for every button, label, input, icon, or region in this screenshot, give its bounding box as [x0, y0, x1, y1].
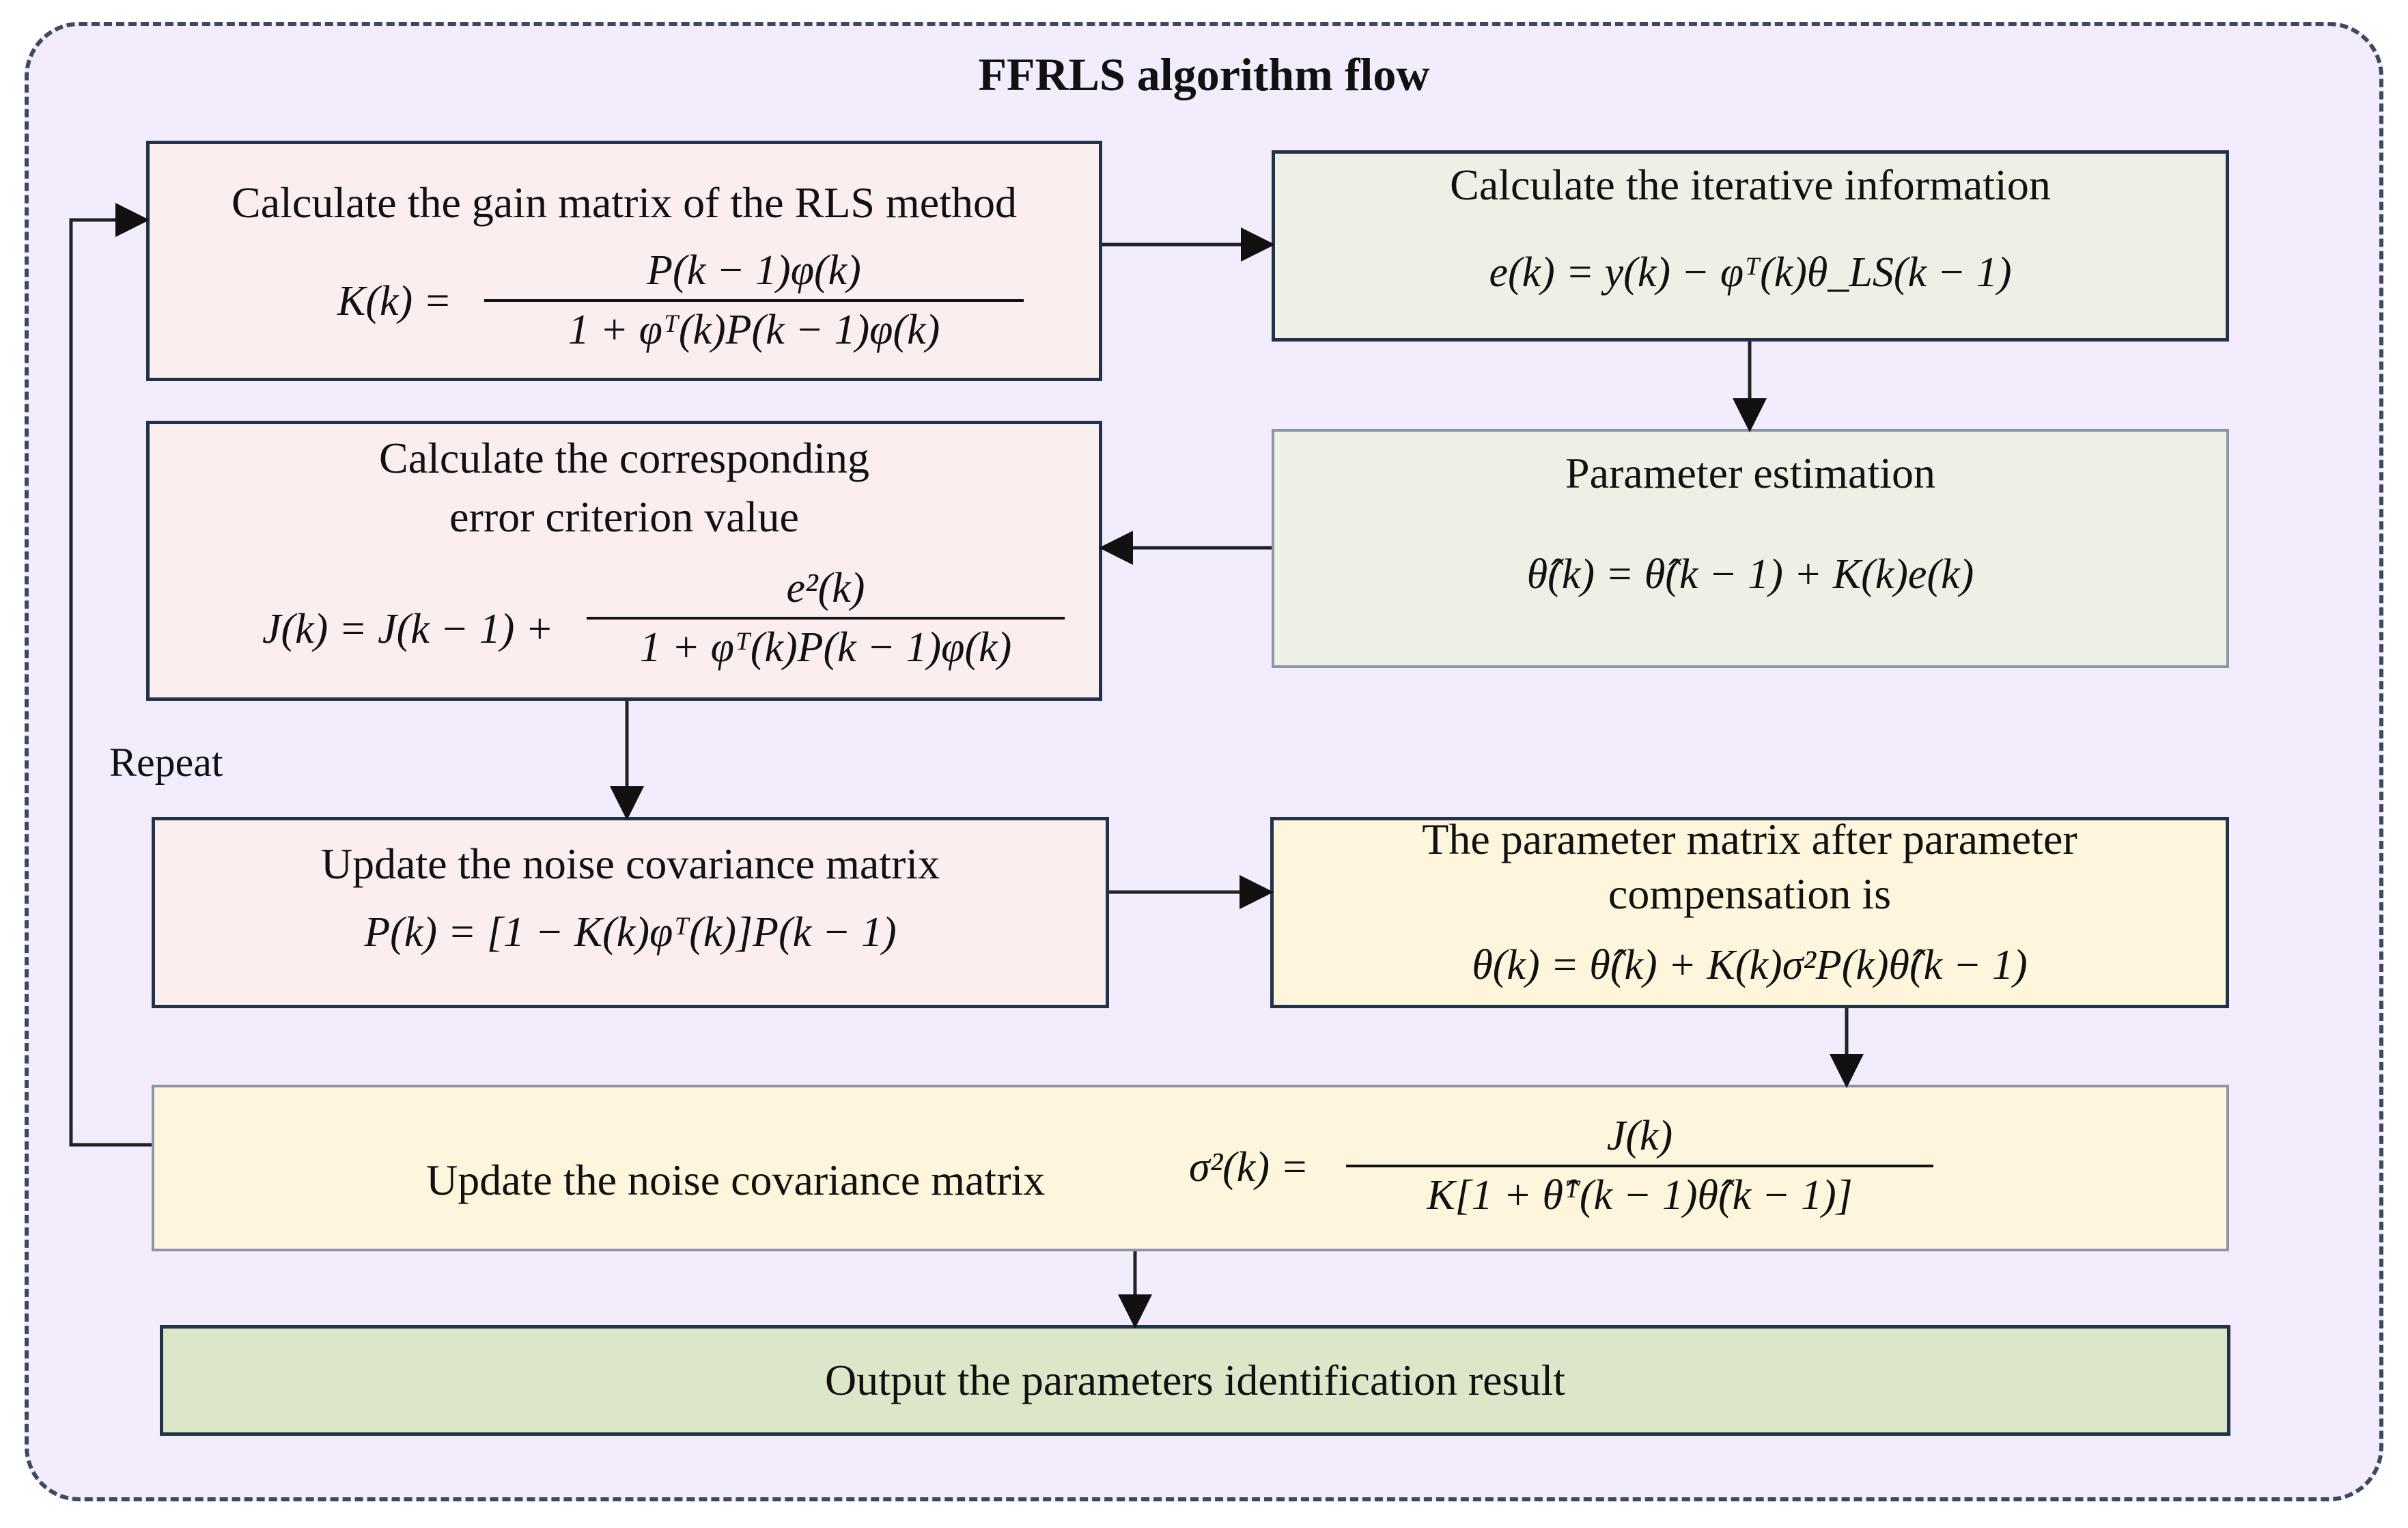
error-criterion-box: Calculate the corresponding error criter…	[146, 421, 1102, 701]
gain-matrix-box: Calculate the gain matrix of the RLS met…	[146, 141, 1102, 381]
fraction-bar	[587, 617, 1065, 620]
fraction-bar	[484, 299, 1024, 302]
noise-variance-numerator: J(k)	[1606, 1113, 1673, 1159]
error-criterion-numerator: e²(k)	[786, 565, 865, 611]
noise-variance-lhs: σ²(k) =	[1189, 1144, 1309, 1191]
error-criterion-fraction: e²(k) 1 + φᵀ(k)P(k − 1)φ(k)	[587, 564, 1065, 672]
covariance-update-label: Update the noise covariance matrix	[320, 839, 940, 888]
fraction-bar	[1346, 1165, 1933, 1167]
gain-matrix-numerator: P(k − 1)φ(k)	[647, 247, 861, 294]
compensation-label-line2: compensation is	[1608, 870, 1892, 918]
repeat-label: Repeat	[109, 740, 223, 785]
iterative-info-box: Calculate the iterative information e(k)…	[1272, 150, 2229, 342]
covariance-update-box: Update the noise covariance matrix P(k) …	[152, 817, 1109, 1008]
noise-variance-box: Update the noise covariance matrix σ²(k)…	[152, 1085, 2229, 1251]
noise-variance-denominator: K[1 + θ̂ᵀ(k − 1)θ̂(k − 1)]	[1427, 1172, 1853, 1219]
compensation-box: The parameter matrix after parameter com…	[1270, 815, 2229, 1008]
gain-matrix-label: Calculate the gain matrix of the RLS met…	[232, 178, 1017, 227]
output-result-box: Output the parameters identification res…	[160, 1325, 2230, 1436]
noise-variance-fraction: J(k) K[1 + θ̂ᵀ(k − 1)θ̂(k − 1)]	[1346, 1112, 1933, 1220]
error-criterion-lhs: J(k) = J(k − 1) +	[262, 606, 554, 652]
error-criterion-denominator: 1 + φᵀ(k)P(k − 1)φ(k)	[639, 624, 1012, 671]
parameter-estimation-label: Parameter estimation	[1565, 449, 1936, 497]
output-result-label: Output the parameters identification res…	[824, 1356, 1566, 1404]
iterative-info-formula: e(k) = y(k) − φᵀ(k)θ_LS(k − 1)	[1489, 249, 2012, 296]
parameter-estimation-formula: θ̂(k) = θ̂(k − 1) + K(k)e(k)	[1526, 551, 1974, 598]
compensation-label-line1: The parameter matrix after parameter	[1422, 815, 2077, 863]
diagram-title: FFRLS algorithm flow	[978, 48, 1430, 100]
error-criterion-label-line2: error criterion value	[449, 492, 799, 541]
error-criterion-label-line1: Calculate the corresponding	[379, 434, 869, 482]
noise-variance-label: Update the noise covariance matrix	[426, 1156, 1046, 1204]
parameter-estimation-box: Parameter estimation θ̂(k) = θ̂(k − 1) +…	[1272, 429, 2229, 668]
iterative-info-label: Calculate the iterative information	[1450, 161, 2051, 209]
compensation-formula: θ(k) = θ̂(k) + K(k)σ²P(k)θ̂(k − 1)	[1472, 942, 2028, 988]
gain-matrix-denominator: 1 + φᵀ(k)P(k − 1)φ(k)	[568, 307, 940, 353]
covariance-update-formula: P(k) = [1 − K(k)φᵀ(k)]P(k − 1)	[364, 909, 897, 956]
gain-matrix-lhs: K(k) =	[337, 278, 452, 324]
gain-matrix-fraction: P(k − 1)φ(k) 1 + φᵀ(k)P(k − 1)φ(k)	[484, 247, 1024, 355]
repeat-feedback-arrow	[69, 203, 152, 1147]
